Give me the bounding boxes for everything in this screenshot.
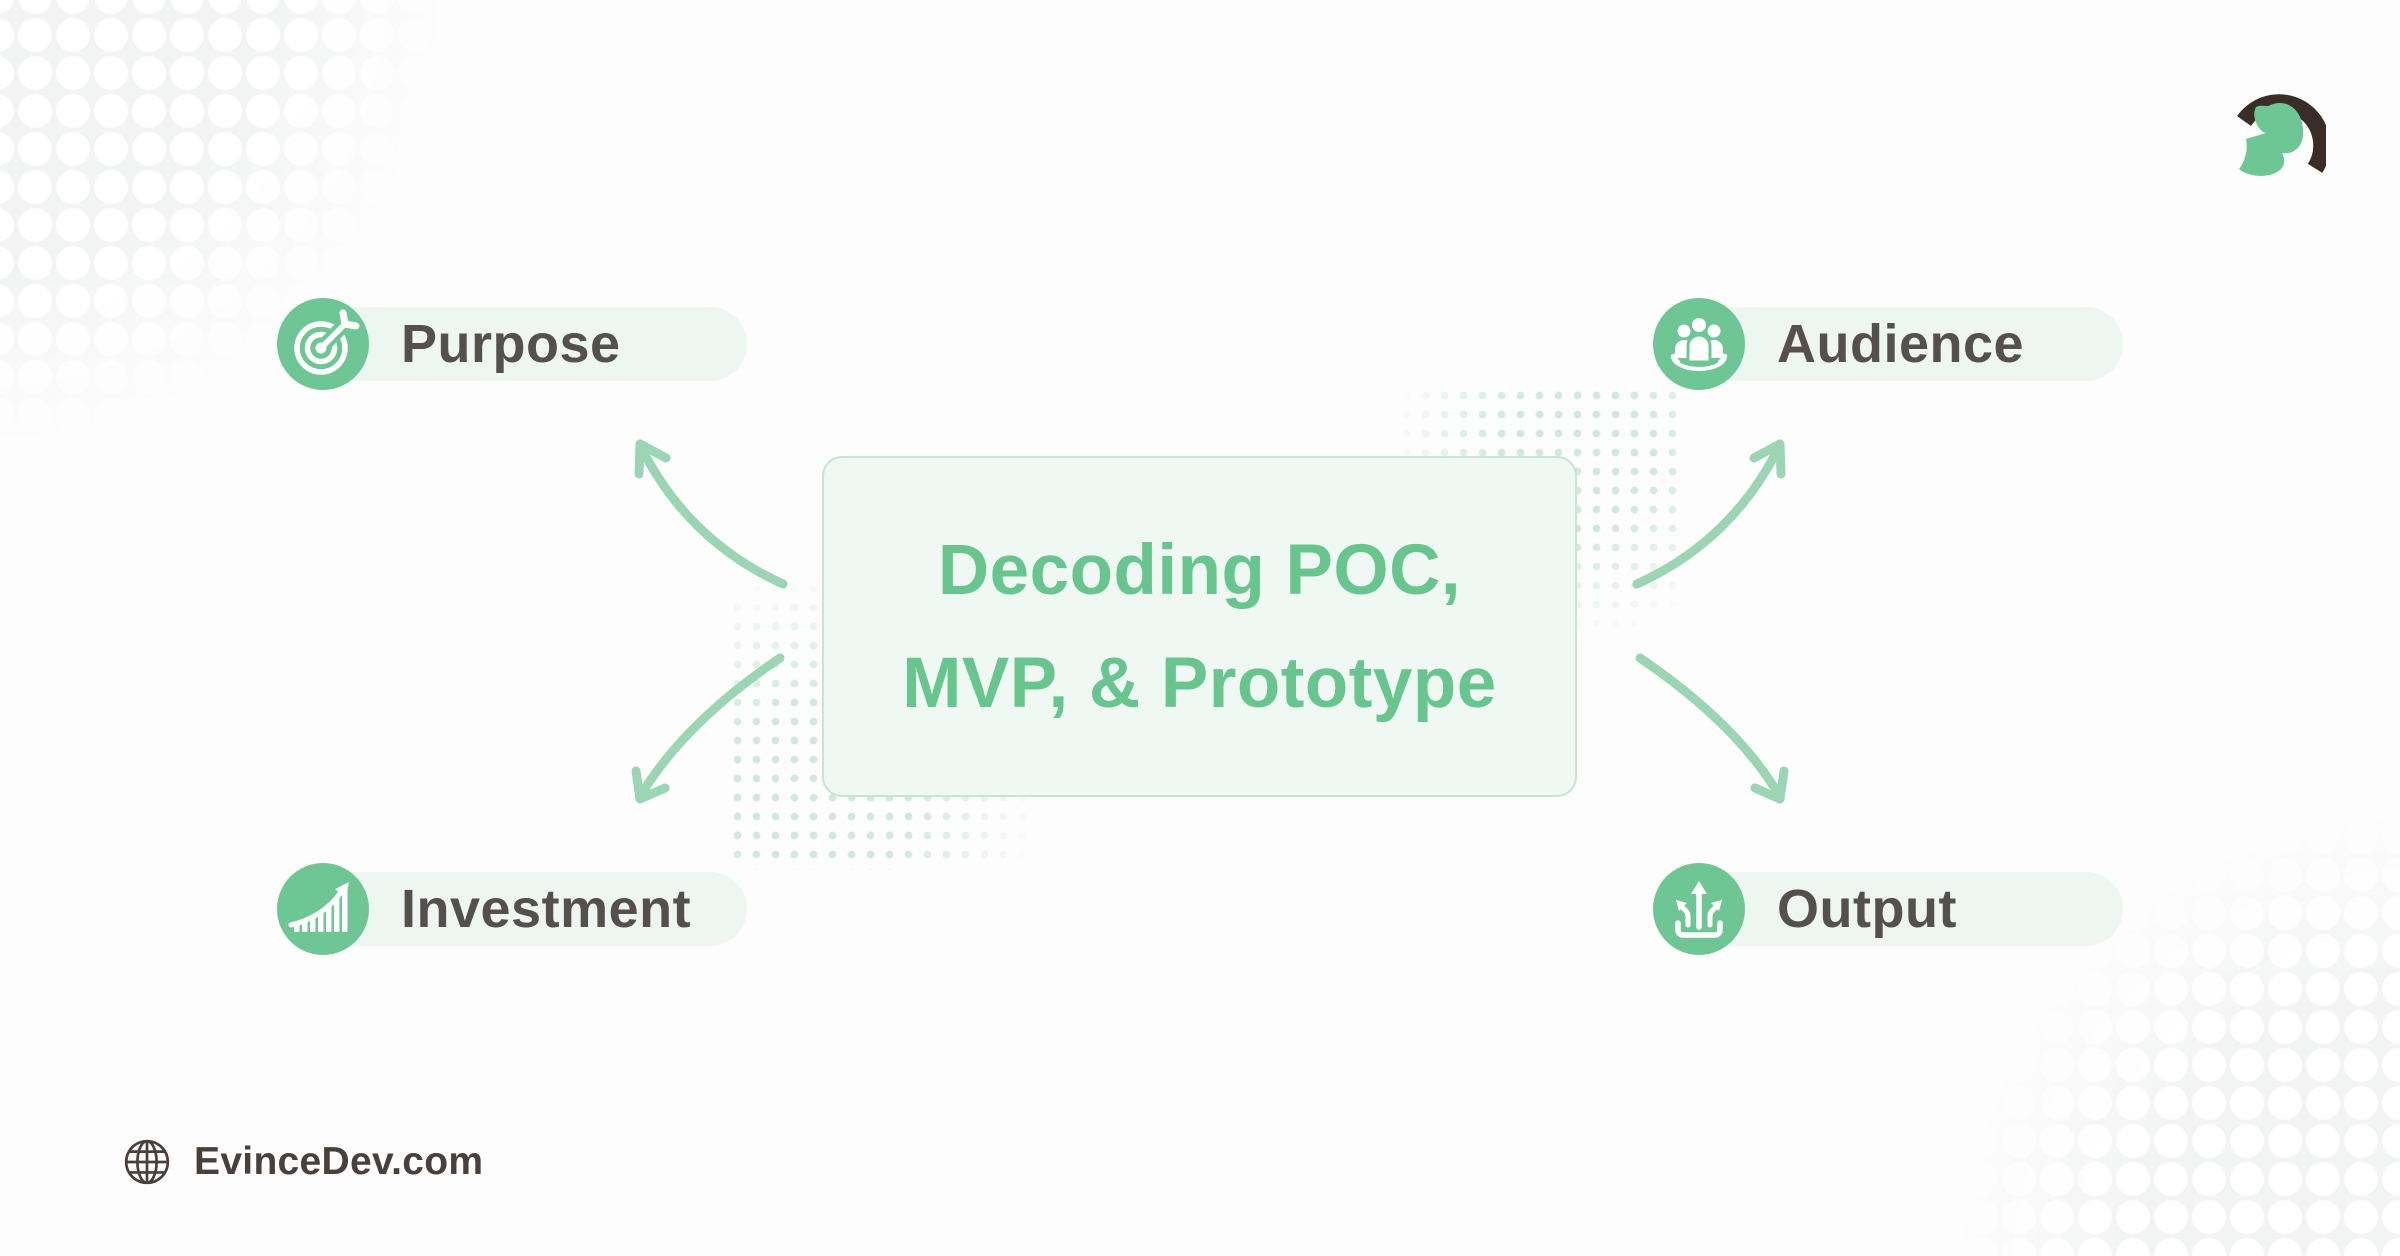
halftone-pattern-top-left	[0, 0, 438, 438]
arrowhead-investment	[631, 766, 670, 804]
evincedev-logo	[2237, 94, 2326, 184]
footer: EvinceDev.com	[122, 1134, 483, 1190]
node-audience-pill	[1687, 307, 2123, 381]
arrow-to-purpose	[636, 442, 788, 589]
output-tray-icon	[1653, 863, 1745, 955]
audience-icon	[1653, 298, 1745, 390]
node-investment: Investment	[277, 863, 747, 955]
node-purpose: Purpose	[277, 298, 747, 390]
node-investment-label: Investment	[401, 879, 692, 939]
node-purpose-pill	[311, 307, 747, 381]
node-output-label: Output	[1777, 879, 1957, 939]
arrow-to-audience	[1632, 442, 1784, 589]
footer-website: EvinceDev.com	[194, 1140, 484, 1183]
arrowhead-purpose	[634, 439, 671, 479]
node-output-pill	[1687, 872, 2123, 946]
node-audience-label: Audience	[1777, 314, 2025, 374]
arrow-to-investment	[636, 653, 785, 800]
center-title-card: Decoding POC, MVP, & Prototype	[822, 456, 1577, 797]
growth-chart-icon	[277, 863, 369, 955]
node-investment-pill	[311, 872, 747, 946]
arrowhead-output	[1750, 766, 1789, 804]
card-title-line-2: MVP, & Prototype	[902, 643, 1497, 723]
arrowhead-audience	[1749, 439, 1786, 479]
globe-icon	[124, 1139, 170, 1185]
node-audience: Audience	[1653, 298, 2123, 390]
node-output: Output	[1653, 863, 2123, 955]
arrow-to-output	[1635, 653, 1784, 800]
card-title-line-1: Decoding POC,	[937, 530, 1462, 610]
node-purpose-label: Purpose	[401, 314, 621, 374]
target-icon	[277, 298, 369, 390]
